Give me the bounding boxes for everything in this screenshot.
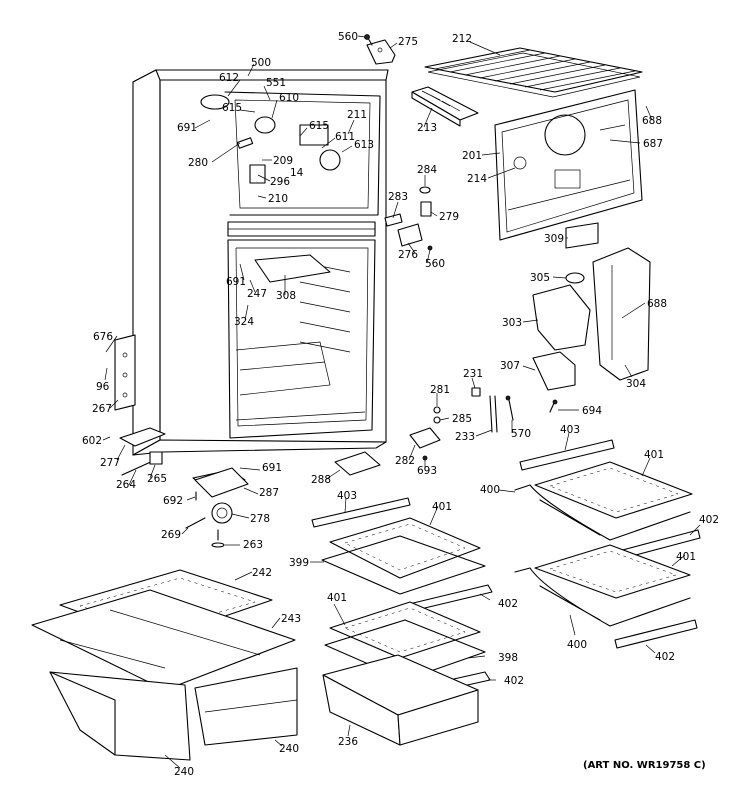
label-231: 231 (463, 368, 483, 380)
label-233: 233 (455, 431, 475, 443)
label-303: 303 (502, 317, 522, 329)
label-688: 688 (647, 298, 667, 310)
label-399: 399 (289, 557, 309, 569)
label-275: 275 (398, 36, 418, 48)
label-283: 283 (388, 191, 408, 203)
label-240: 240 (174, 766, 194, 778)
label-279: 279 (439, 211, 459, 223)
label-280: 280 (188, 157, 208, 169)
label-602: 602 (82, 435, 102, 447)
label-401: 401 (432, 501, 452, 513)
label-304: 304 (626, 378, 646, 390)
label-308: 308 (276, 290, 296, 302)
label-242: 242 (252, 567, 272, 579)
leader-lines (102, 35, 701, 769)
label-398: 398 (498, 652, 518, 664)
label-692: 692 (163, 495, 183, 507)
small-parts-center (384, 186, 558, 461)
label-309: 309 (544, 233, 564, 245)
label-284: 284 (417, 164, 437, 176)
label-693: 693 (417, 465, 437, 477)
label-276: 276 (398, 249, 418, 261)
label-214: 214 (467, 173, 487, 185)
freezer-wire-shelf (424, 47, 643, 98)
label-402: 402 (498, 598, 518, 610)
label-264: 264 (116, 479, 136, 491)
label-265: 265 (147, 473, 167, 485)
label-285: 285 (452, 413, 472, 425)
label-201: 201 (462, 150, 482, 162)
label-688: 688 (642, 115, 662, 127)
evaporator-cover (494, 89, 643, 249)
label-401: 401 (327, 592, 347, 604)
label-694: 694 (582, 405, 602, 417)
bottom-parts (121, 451, 381, 548)
label-611: 611 (335, 131, 355, 143)
label-500: 500 (251, 57, 271, 69)
label-615: 615 (309, 120, 329, 132)
part-labels: 560 275 212 500 612 551 615 610 691 615 … (82, 31, 719, 778)
label-287: 287 (259, 487, 279, 499)
cabinet (114, 69, 389, 491)
label-277: 277 (100, 457, 120, 469)
label-236: 236 (338, 736, 358, 748)
label-96: 96 (96, 381, 110, 393)
label-400: 400 (480, 484, 500, 496)
label-288: 288 (311, 474, 331, 486)
label-402: 402 (504, 675, 524, 687)
label-282: 282 (395, 455, 415, 467)
label-560: 560 (425, 258, 445, 270)
label-281: 281 (430, 384, 450, 396)
label-269: 269 (161, 529, 181, 541)
label-210: 210 (268, 193, 288, 205)
label-14: 14 (290, 167, 304, 179)
label-612: 612 (219, 72, 239, 84)
label-211: 211 (347, 109, 367, 121)
right-shelves (514, 439, 701, 649)
ice-tray (411, 86, 479, 127)
label-307: 307 (500, 360, 520, 372)
label-401: 401 (676, 551, 696, 563)
air-duct-assembly (532, 247, 651, 391)
label-615: 615 (222, 102, 242, 114)
label-610: 610 (279, 92, 299, 104)
label-213: 213 (417, 122, 437, 134)
label-691: 691 (177, 122, 197, 134)
label-267: 267 (92, 403, 112, 415)
label-560: 560 (338, 31, 358, 43)
label-278: 278 (250, 513, 270, 525)
label-402: 402 (699, 514, 719, 526)
label-400: 400 (567, 639, 587, 651)
top-hinge (364, 34, 396, 65)
label-402: 402 (655, 651, 675, 663)
label-324: 324 (234, 316, 254, 328)
label-676: 676 (93, 331, 113, 343)
label-209: 209 (273, 155, 293, 167)
label-240: 240 (279, 743, 299, 755)
label-263: 263 (243, 539, 263, 551)
center-shelves (311, 497, 493, 746)
label-691: 691 (262, 462, 282, 474)
label-691: 691 (226, 276, 246, 288)
label-551: 551 (266, 77, 286, 89)
label-570: 570 (511, 428, 531, 440)
art-number: (ART NO. WR19758 C) (583, 760, 706, 771)
label-212: 212 (452, 33, 472, 45)
label-401: 401 (644, 449, 664, 461)
crisper-assembly (31, 569, 298, 761)
label-243: 243 (281, 613, 301, 625)
label-296: 296 (270, 176, 290, 188)
label-687: 687 (643, 138, 663, 150)
label-247: 247 (247, 288, 267, 300)
label-613: 613 (354, 139, 374, 151)
label-403: 403 (337, 490, 357, 502)
label-305: 305 (530, 272, 550, 284)
label-403: 403 (560, 424, 580, 436)
